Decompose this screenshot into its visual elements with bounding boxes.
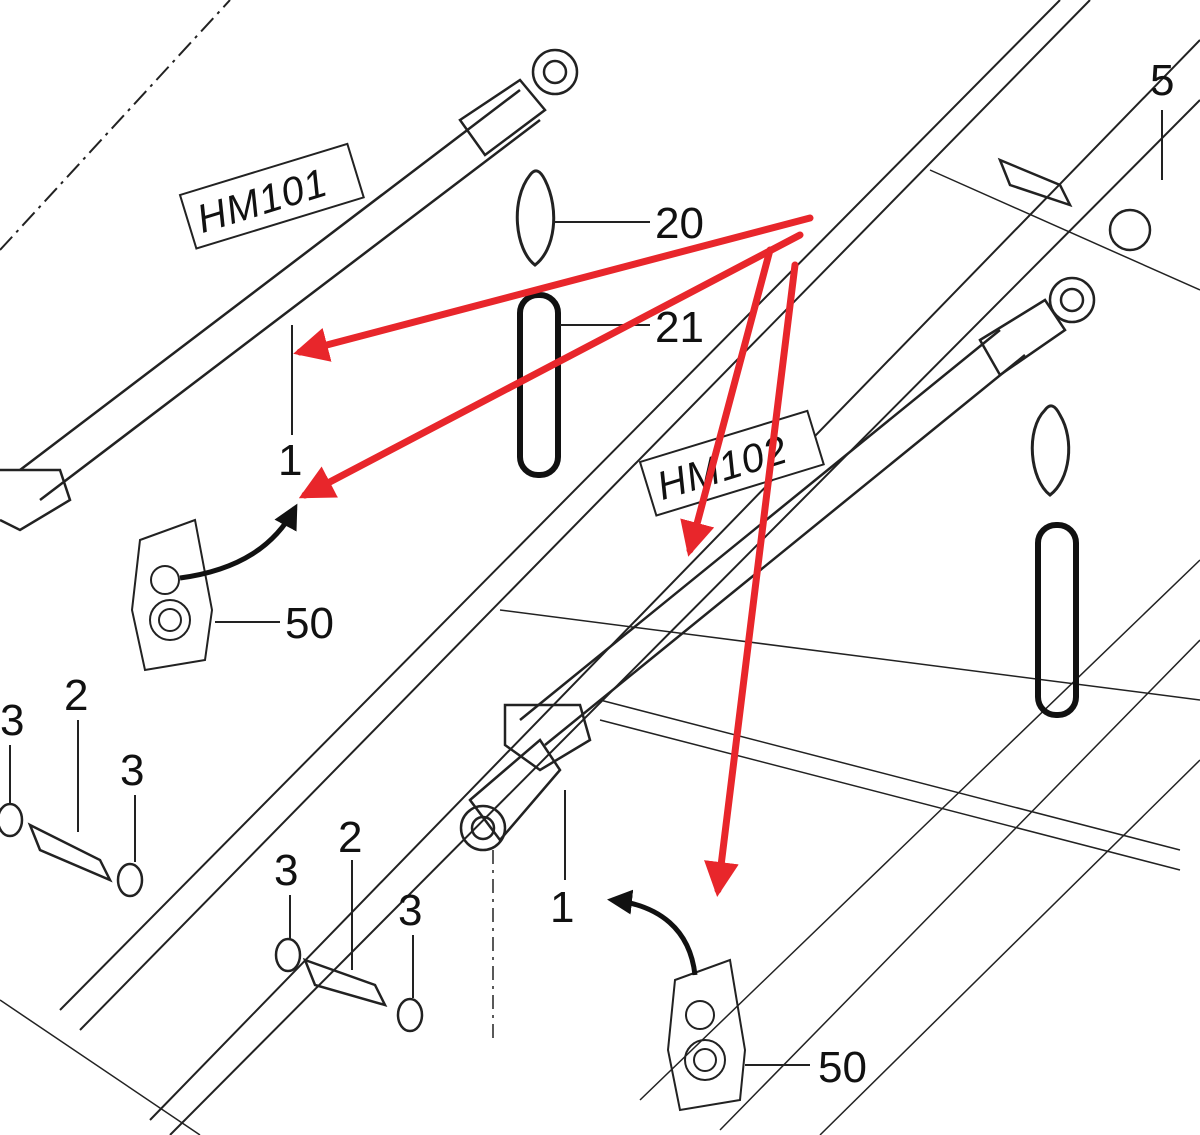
hose-bundle-icon (130, 518, 747, 1112)
label-part-50-right: 50 (818, 1043, 867, 1092)
label-part-3-d: 3 (398, 886, 422, 935)
label-part-1-top: 1 (278, 436, 302, 485)
label-part-2-mid: 2 (338, 813, 362, 862)
leader-lines (9, 110, 1163, 1066)
hydraulic-cylinder-hm102 (459, 276, 1096, 1040)
tag-hm102: HM102 (638, 409, 825, 517)
label-part-20: 20 (655, 199, 704, 248)
label-part-50-left: 50 (285, 599, 334, 648)
label-part-5-edge: 5 (1150, 56, 1174, 105)
tag-hm101: HM101 (178, 142, 365, 250)
curved-arrow-icon (179, 503, 698, 976)
label-part-3-c: 3 (274, 846, 298, 895)
red-callout-arrows (293, 214, 814, 897)
label-part-1-bottom: 1 (550, 883, 574, 932)
hydraulic-cylinder-hm101 (0, 48, 579, 532)
snap-hook-icon (515, 169, 1071, 497)
label-part-3-b: 3 (120, 746, 144, 795)
label-part-21: 21 (655, 303, 704, 352)
label-part-3-a: 3 (0, 696, 24, 745)
pin-assemblies (0, 157, 1152, 1033)
label-part-2-left: 2 (64, 671, 88, 720)
part-number-labels: 1 20 21 50 3 2 3 3 2 3 1 50 5 (0, 56, 1174, 1092)
